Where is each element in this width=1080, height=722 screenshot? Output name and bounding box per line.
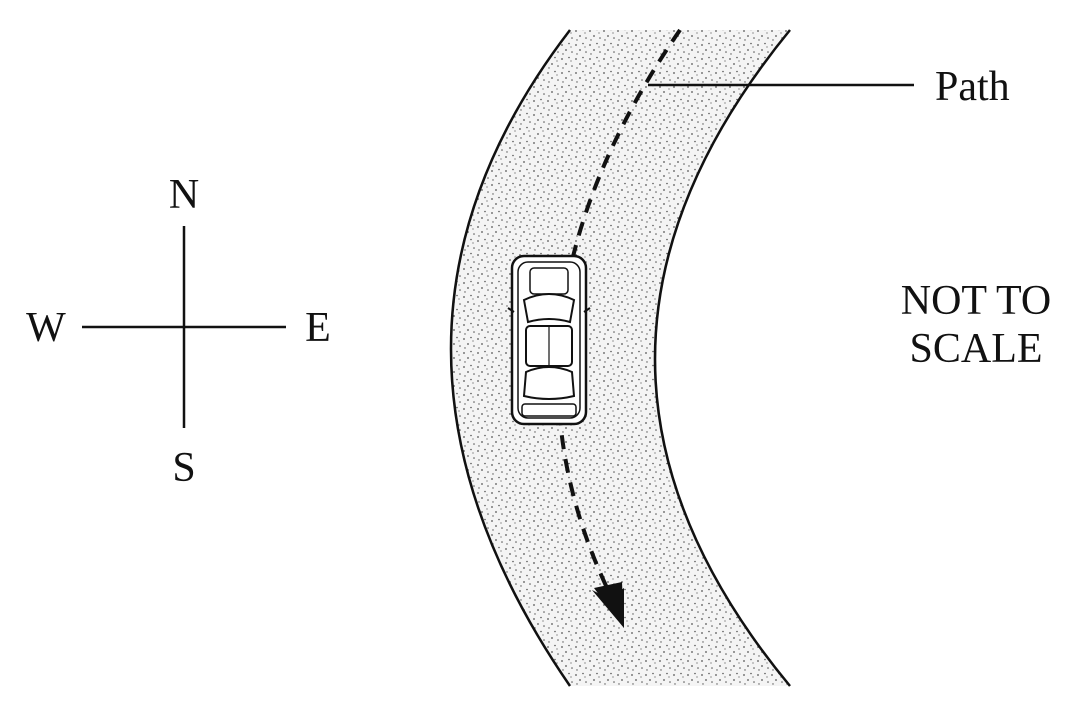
road-inner-edge [653,29,791,687]
compass-east-label: E [305,305,331,351]
road-surface [451,30,790,686]
curved-road [449,29,791,687]
not-to-scale-line2: SCALE [909,326,1042,372]
compass: N S W E [26,172,331,491]
path-arrowhead-fill [594,582,624,628]
dashed-path-line [556,28,682,591]
compass-north-label: N [169,172,199,218]
road-outer-edge [449,29,572,687]
not-to-scale-line1: NOT TO [901,278,1052,324]
path-label: Path [935,64,1010,110]
path-arrow [556,28,682,628]
car-icon [507,254,591,426]
compass-west-label: W [26,305,66,351]
compass-south-label: S [172,445,195,491]
